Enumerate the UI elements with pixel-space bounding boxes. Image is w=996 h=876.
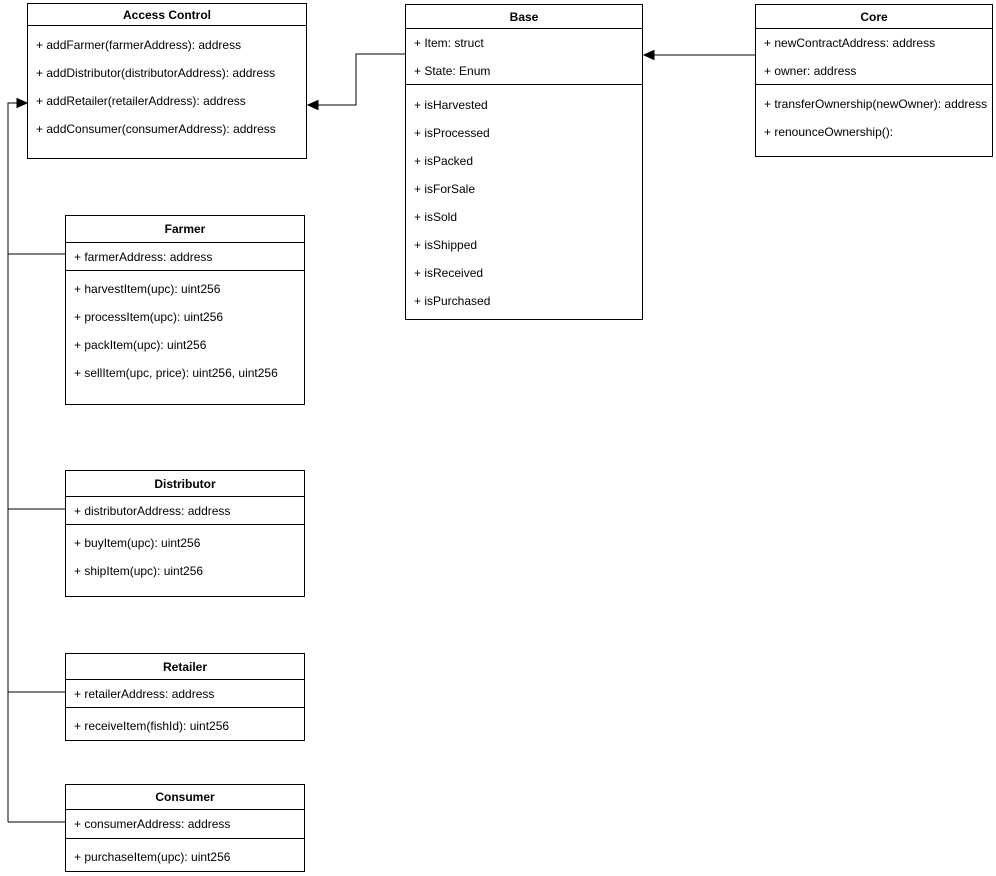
method-row: + addFarmer(farmerAddress): address xyxy=(36,38,242,52)
class-title: Distributor xyxy=(66,471,304,497)
arrowhead-right-icon xyxy=(16,97,29,109)
methods-section: + transferOwnership(newOwner): address +… xyxy=(756,85,992,146)
class-title: Consumer xyxy=(66,785,304,810)
edge-rail-to-access-control[interactable] xyxy=(7,97,29,823)
class-title: Farmer xyxy=(66,216,304,243)
attribute-row: + State: Enum xyxy=(414,64,491,78)
attributes-section: + farmerAddress: address xyxy=(66,243,304,271)
method-row: + isReceived xyxy=(414,266,484,280)
method-row: + harvestItem(upc): uint256 xyxy=(74,282,221,296)
attribute-row: + Item: struct xyxy=(414,36,484,50)
edge-core-to-base[interactable] xyxy=(642,49,755,61)
attribute-row: + distributorAddress: address xyxy=(74,504,231,518)
class-title: Core xyxy=(756,5,992,29)
arrowhead-left-icon xyxy=(306,99,319,111)
attribute-row: + newContractAddress: address xyxy=(764,36,936,50)
attributes-section: + Item: struct + State: Enum xyxy=(406,29,642,85)
attributes-section: + distributorAddress: address xyxy=(66,497,304,525)
attributes-section: + retailerAddress: address xyxy=(66,680,304,708)
method-row: + addConsumer(consumerAddress): address xyxy=(36,122,276,136)
methods-section: + addFarmer(farmerAddress): address + ad… xyxy=(28,26,306,143)
method-row: + addRetailer(retailerAddress): address xyxy=(36,94,246,108)
method-row: + sellItem(upc, price): uint256, uint256 xyxy=(74,366,278,380)
arrowhead-left-icon xyxy=(642,49,655,61)
class-title: Access Control xyxy=(28,4,306,26)
method-row: + isProcessed xyxy=(414,126,490,140)
methods-section: + receiveItem(fishId): uint256 xyxy=(66,708,304,740)
method-row: + shipItem(upc): uint256 xyxy=(74,564,204,578)
attribute-row: + retailerAddress: address xyxy=(74,687,215,701)
class-box-access-control[interactable]: Access Control + addFarmer(farmerAddress… xyxy=(27,3,307,159)
method-row: + addDistributor(distributorAddress): ad… xyxy=(36,66,276,80)
method-row: + isShipped xyxy=(414,238,478,252)
class-box-retailer[interactable]: Retailer + retailerAddress: address + re… xyxy=(65,653,305,741)
class-box-distributor[interactable]: Distributor + distributorAddress: addres… xyxy=(65,470,305,597)
method-row: + renounceOwnership(): xyxy=(764,125,894,139)
attribute-row: + consumerAddress: address xyxy=(74,817,231,831)
method-row: + isPurchased xyxy=(414,294,491,308)
attributes-section: + consumerAddress: address xyxy=(66,810,304,839)
attribute-row: + owner: address xyxy=(764,64,857,78)
method-row: + buyItem(upc): uint256 xyxy=(74,536,201,550)
methods-section: + buyItem(upc): uint256 + shipItem(upc):… xyxy=(66,525,304,585)
method-row: + receiveItem(fishId): uint256 xyxy=(74,719,230,733)
methods-section: + purchaseItem(upc): uint256 xyxy=(66,839,304,871)
methods-section: + harvestItem(upc): uint256 + processIte… xyxy=(66,271,304,387)
class-box-base[interactable]: Base + Item: struct + State: Enum + isHa… xyxy=(405,4,643,320)
methods-section: + isHarvested + isProcessed + isPacked +… xyxy=(406,85,642,315)
attribute-row: + farmerAddress: address xyxy=(74,250,213,264)
method-row: + purchaseItem(upc): uint256 xyxy=(74,850,231,864)
method-row: + isSold xyxy=(414,210,458,224)
class-box-core[interactable]: Core + newContractAddress: address + own… xyxy=(755,4,993,157)
method-row: + isForSale xyxy=(414,182,476,196)
class-title: Base xyxy=(406,5,642,29)
edge-base-to-access-control[interactable] xyxy=(306,53,405,111)
attributes-section: + newContractAddress: address + owner: a… xyxy=(756,29,992,85)
method-row: + isHarvested xyxy=(414,98,488,112)
class-box-farmer[interactable]: Farmer + farmerAddress: address + harves… xyxy=(65,215,305,405)
class-title: Retailer xyxy=(66,654,304,680)
class-box-consumer[interactable]: Consumer + consumerAddress: address + pu… xyxy=(65,784,305,872)
method-row: + processItem(upc): uint256 xyxy=(74,310,224,324)
method-row: + transferOwnership(newOwner): address xyxy=(764,97,988,111)
method-row: + isPacked xyxy=(414,154,474,168)
method-row: + packItem(upc): uint256 xyxy=(74,338,207,352)
